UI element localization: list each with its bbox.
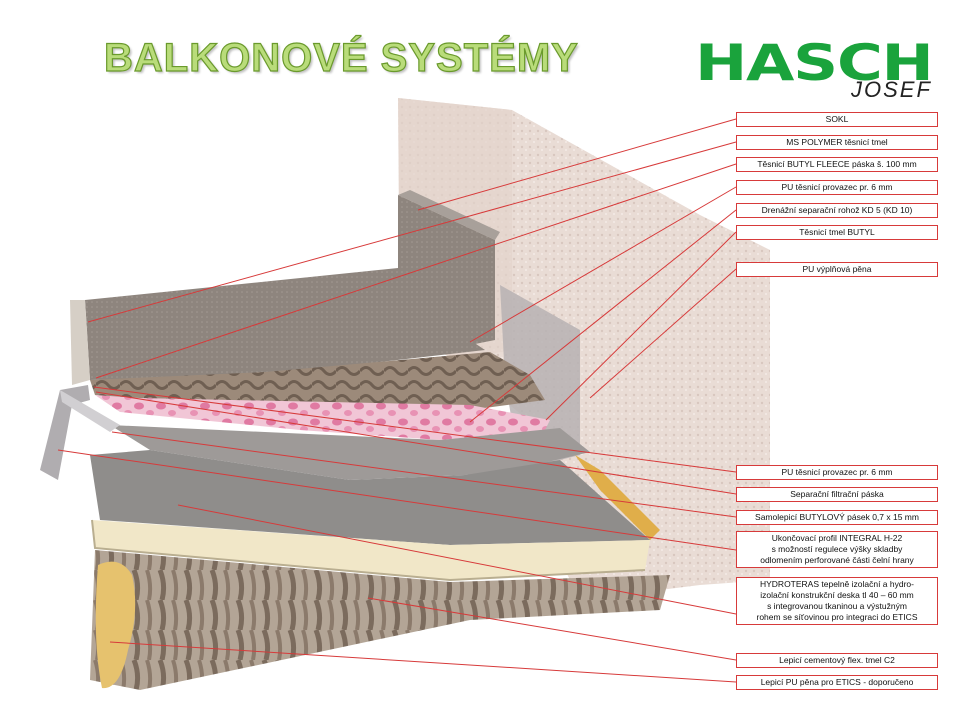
pu-foam-strip (575, 455, 660, 540)
label-ms-polymer: MS POLYMER těsnicí tmel (736, 135, 938, 150)
logo-wordmark: HASCH (695, 34, 934, 92)
floor-tile (85, 268, 485, 380)
label-line: s integrovanou tkaninou a výstužným (767, 601, 907, 611)
end-profile (40, 385, 90, 480)
label-sokl: SOKL (736, 112, 938, 127)
label-tmel-butyl: Těsnicí tmel BUTYL (736, 225, 938, 240)
label-lepici-tmel: Lepicí cementový flex. tmel C2 (736, 653, 938, 668)
pu-adhesive-foam (95, 561, 136, 689)
page-title: BALKONOVÉ SYSTÉMY (103, 35, 579, 80)
label-pu-provazec-bottom: PU těsnicí provazec pr. 6 mm (736, 465, 938, 480)
adhesive-layer-bottom (90, 550, 670, 690)
label-line: Ukončovací profil INTEGRAL H-22 (771, 533, 903, 543)
leader-lines (57, 118, 737, 683)
label-lepici-pena: Lepicí PU pěna pro ETICS - doporučeno (736, 675, 938, 690)
hydroteras-board-core (92, 520, 650, 580)
adhesive-layer-top (90, 352, 545, 410)
label-pu-provazec-top: PU těsnicí provazec pr. 6 mm (736, 180, 938, 195)
label-butylovy-pasek: Samolepicí BUTYLOVÝ pásek 0,7 x 15 mm (736, 510, 938, 525)
separation-layer (110, 425, 590, 480)
label-line: s možností regulece výšky skladby (771, 544, 903, 554)
label-pu-vyplnova: PU výplňová pěna (736, 262, 938, 277)
label-butyl-fleece: Těsnicí BUTYL FLEECE páska š. 100 mm (736, 157, 938, 172)
label-ukoncovaci-profil: Ukončovací profil INTEGRAL H-22 s možnos… (736, 531, 938, 568)
label-line: izolační konstrukční deska tl 40 – 60 mm (760, 590, 914, 600)
label-line: rohem se síťovinou pro integraci do ETIC… (756, 612, 918, 622)
label-line: odlomením perforované části čelní hrany (760, 555, 914, 565)
label-drenazni-rohoz: Drenážní separační rohož KD 5 (KD 10) (736, 203, 938, 218)
label-hydroteras: HYDROTERAS tepelně izolační a hydro- izo… (736, 577, 938, 625)
logo-subtitle: JOSEF (851, 77, 932, 102)
company-logo: HASCH JOSEF (695, 34, 935, 104)
hydroteras-board-top (90, 450, 650, 545)
label-separacni-paska: Separační filtrační páska (736, 487, 938, 502)
label-line: HYDROTERAS tepelně izolační a hydro- (759, 579, 914, 589)
